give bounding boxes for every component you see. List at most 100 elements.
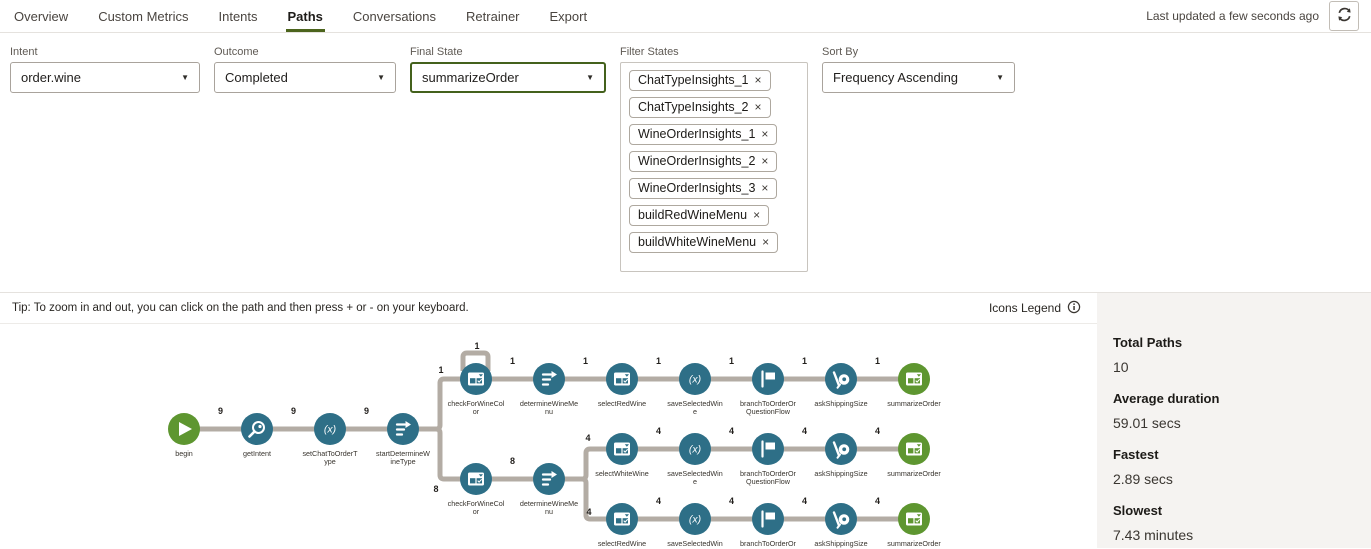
path-node-getIntent[interactable]: getIntent <box>241 413 273 458</box>
path-edge <box>549 476 622 522</box>
tab-conversations[interactable]: Conversations <box>352 9 437 24</box>
outcome-label: Outcome <box>214 46 259 58</box>
path-node-selectRedWine_2[interactable]: selectRedWine <box>598 503 646 548</box>
node-label: saveSelectedWin <box>667 539 723 548</box>
intent-filter-group: Intent order.wine ▼ <box>10 46 200 292</box>
outcome-value: Completed <box>225 70 288 85</box>
variable-node-icon: (x) <box>689 514 701 526</box>
node-label: selectRedWine <box>598 399 646 408</box>
chip-remove-icon[interactable]: × <box>761 127 769 141</box>
edge-count-label: 1 <box>875 356 880 366</box>
variable-node-icon: (x) <box>689 374 701 386</box>
stat-label: Slowest <box>1113 503 1163 518</box>
variable-node-icon: (x) <box>689 444 701 456</box>
edge-count-label: 4 <box>875 496 880 506</box>
node-label: ype <box>324 457 336 466</box>
screen-node-icon <box>468 372 484 386</box>
path-node-summarizeOrder_3[interactable]: summarizeOrder <box>887 503 941 548</box>
tab-export[interactable]: Export <box>549 9 588 24</box>
node-label: or <box>473 407 480 416</box>
path-node-begin[interactable]: begin <box>168 413 200 458</box>
switch-node-icon <box>761 370 775 388</box>
user-node-icon <box>832 371 850 389</box>
edge-count-label: 1 <box>474 341 479 351</box>
path-node-askShippingSize_2[interactable]: askShippingSize <box>814 433 868 478</box>
node-label: e <box>693 407 697 416</box>
node-label: summarizeOrder <box>887 399 941 408</box>
tab-retrainer[interactable]: Retrainer <box>466 9 520 24</box>
chip-remove-icon[interactable]: × <box>754 100 762 114</box>
user-node-icon <box>832 441 850 459</box>
path-node-selectRedWine_1[interactable]: selectRedWine <box>598 363 646 408</box>
intent-select[interactable]: order.wine ▼ <box>10 62 200 93</box>
node-label: checkForWineCol <box>448 499 505 508</box>
node-label: nu <box>545 407 553 416</box>
tab-intents[interactable]: Intents <box>218 9 258 24</box>
tab-custom-metrics[interactable]: Custom Metrics <box>98 9 189 24</box>
path-node-summarizeOrder_1[interactable]: summarizeOrder <box>887 363 941 408</box>
node-label: determineWineMe <box>520 399 578 408</box>
screen-node-icon <box>468 472 484 486</box>
stat-value: 2.89 secs <box>1113 471 1173 487</box>
icons-legend-button[interactable]: Icons Legend <box>989 300 1081 317</box>
filter-state-chip: buildWhiteWineMenu× <box>629 232 779 253</box>
stat-value: 59.01 secs <box>1113 415 1181 431</box>
svg-text:(x): (x) <box>689 514 701 526</box>
sort-by-select[interactable]: Frequency Ascending ▼ <box>822 62 1015 93</box>
chip-remove-icon[interactable]: × <box>761 181 769 195</box>
edge-count-label: 1 <box>583 356 588 366</box>
node-label: summarizeOrder <box>887 469 941 478</box>
chevron-down-icon: ▼ <box>586 73 594 82</box>
flow-node-icon <box>541 471 557 486</box>
stat-value: 7.43 minutes <box>1113 527 1194 543</box>
final-state-label: Final State <box>410 46 463 58</box>
path-node-summarizeOrder_2[interactable]: summarizeOrder <box>887 433 941 478</box>
filter-state-chip: ChatTypeInsights_2× <box>629 97 771 118</box>
final-state-filter-group: Final State summarizeOrder ▼ <box>410 46 606 292</box>
flow-node-icon <box>541 371 557 386</box>
refresh-button[interactable] <box>1329 1 1359 31</box>
tab-overview[interactable]: Overview <box>14 9 69 24</box>
edge-count-label: 1 <box>438 365 443 375</box>
chip-remove-icon[interactable]: × <box>761 154 769 168</box>
flow-node-icon <box>395 421 411 436</box>
path-node-askShippingSize_1[interactable]: askShippingSize <box>814 363 868 408</box>
chevron-down-icon: ▼ <box>181 73 189 82</box>
stat-slowest: Slowest 7.43 minutes <box>1113 503 1355 543</box>
node-label: branchToOrderOr <box>740 469 797 478</box>
chip-remove-icon[interactable]: × <box>753 208 761 222</box>
path-node-askShippingSize_3[interactable]: askShippingSize <box>814 503 868 548</box>
edge-count-label: 4 <box>656 496 661 506</box>
intent-value: order.wine <box>21 70 81 85</box>
end-node-icon <box>906 372 922 386</box>
final-state-select[interactable]: summarizeOrder ▼ <box>410 62 606 93</box>
node-label: e <box>693 547 697 548</box>
end-node-icon <box>906 512 922 526</box>
sort-by-value: Frequency Ascending <box>833 70 959 85</box>
node-label: branchToOrderOr <box>740 399 797 408</box>
node-label: selectWhiteWine <box>595 469 649 478</box>
path-node-selectWhiteWine[interactable]: selectWhiteWine <box>595 433 649 478</box>
outcome-select[interactable]: Completed ▼ <box>214 62 396 93</box>
chip-remove-icon[interactable]: × <box>762 235 770 249</box>
chip-remove-icon[interactable]: × <box>754 73 762 87</box>
tab-paths[interactable]: Paths <box>285 0 325 32</box>
stat-value: 10 <box>1113 359 1129 375</box>
edge-count-label: 4 <box>656 426 661 436</box>
filter-state-chip: WineOrderInsights_1× <box>629 124 778 145</box>
screen-node-icon <box>614 512 630 526</box>
